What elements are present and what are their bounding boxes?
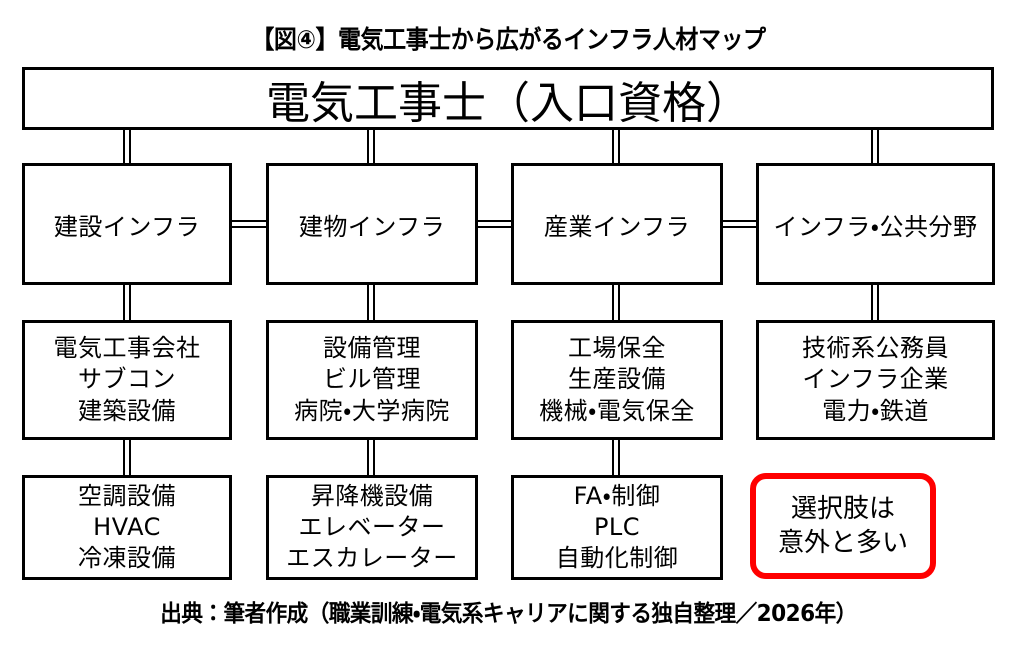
specialty-line-2-1: 昇降機設備 <box>310 481 434 510</box>
specialty-box-3: FA・制御 PLC 自動化制御 <box>511 475 723 580</box>
specialty-line-2-2: エレベーター <box>298 512 446 541</box>
roles-line-4-1: 技術系公務員 <box>802 334 949 363</box>
roles-line-4-3: 電力・鉄道 <box>822 396 929 425</box>
category-label-2: 建物インフラ <box>298 212 446 241</box>
callout-box-many-options: 選択肢は 意外と多い <box>750 473 936 579</box>
specialty-line-1-3: 冷凍設備 <box>78 544 176 573</box>
connector-cat3-cat4 <box>721 220 758 228</box>
category-label-4: インフラ・公共分野 <box>773 212 978 241</box>
connector-roles3-to-spec3 <box>612 440 620 475</box>
category-box-3: 産業インフラ <box>511 163 723 285</box>
roles-line-3-3: 機械・電気保全 <box>539 396 695 425</box>
roles-line-2-2: ビル管理 <box>323 365 421 394</box>
category-box-1: 建設インフラ <box>22 163 232 285</box>
callout-line-2: 意外と多い <box>777 528 908 558</box>
specialty-line-1-2: HVAC <box>93 512 161 541</box>
connector-roles1-to-spec1 <box>123 440 131 475</box>
specialty-box-1: 空調設備 HVAC 冷凍設備 <box>22 475 232 580</box>
callout-line-1: 選択肢は <box>790 493 895 524</box>
connector-roles2-to-spec2 <box>367 440 375 475</box>
roles-box-4: 技術系公務員 インフラ企業 電力・鉄道 <box>756 320 995 440</box>
connector-cat2-cat3 <box>476 220 513 228</box>
roles-box-2: 設備管理 ビル管理 病院・大学病院 <box>266 320 478 440</box>
roles-line-2-3: 病院・大学病院 <box>294 396 450 425</box>
category-box-4: インフラ・公共分野 <box>756 163 995 285</box>
category-label-3: 産業インフラ <box>543 212 691 241</box>
connector-root-to-col3 <box>612 130 620 163</box>
roles-box-1: 電気工事会社 サブコン 建築設備 <box>22 320 232 440</box>
specialty-line-3-3: 自動化制御 <box>555 544 679 573</box>
category-label-1: 建設インフラ <box>53 212 201 241</box>
roles-line-4-2: インフラ企業 <box>802 365 949 394</box>
connector-root-to-col2 <box>367 130 375 163</box>
connector-cat3-to-roles3 <box>612 285 620 320</box>
roles-box-3: 工場保全 生産設備 機械・電気保全 <box>511 320 723 440</box>
roles-line-3-2: 生産設備 <box>568 365 666 394</box>
specialty-line-3-2: PLC <box>593 512 641 541</box>
roles-line-2-1: 設備管理 <box>323 334 421 363</box>
roles-line-1-2: サブコン <box>78 365 176 394</box>
roles-line-1-1: 電気工事会社 <box>53 334 201 363</box>
specialty-line-2-3: エスカレーター <box>286 544 458 573</box>
connector-root-to-col4 <box>871 130 879 163</box>
specialty-line-1-1: 空調設備 <box>78 481 176 510</box>
specialty-line-3-1: FA・制御 <box>573 481 661 510</box>
roles-line-1-3: 建築設備 <box>78 396 176 425</box>
root-node-electrician: 電気工事士（入口資格） <box>22 67 994 130</box>
connector-cat1-to-roles1 <box>123 285 131 320</box>
root-node-label: 電気工事士（入口資格） <box>266 77 750 129</box>
specialty-box-2: 昇降機設備 エレベーター エスカレーター <box>266 475 478 580</box>
connector-cat4-to-roles4 <box>871 285 879 320</box>
connector-cat2-to-roles2 <box>367 285 375 320</box>
figure-title: 【図④】電気工事士から広がるインフラ人材マップ <box>251 25 766 54</box>
figure-source: 出典：筆者作成（職業訓練・電気系キャリアに関する独自整理／2026年） <box>160 601 857 627</box>
connector-cat1-cat2 <box>230 220 268 228</box>
category-box-2: 建物インフラ <box>266 163 478 285</box>
roles-line-3-1: 工場保全 <box>568 334 666 363</box>
connector-root-to-col1 <box>123 130 131 163</box>
